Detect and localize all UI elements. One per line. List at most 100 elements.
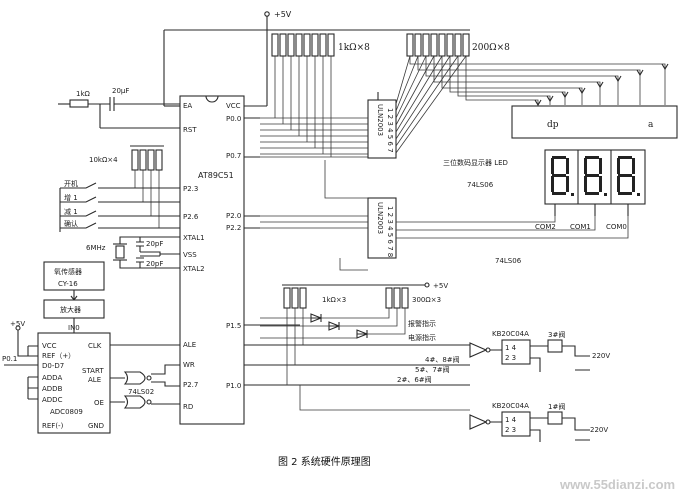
amp-label: 放大器 (60, 305, 81, 314)
switch-confirm: 确认 (64, 219, 78, 228)
adc-pin-ref-n: REF(-) (42, 422, 64, 430)
vcc-left-label: +5V (10, 320, 25, 328)
ic-74ls06-b-label: 74LS06 (495, 257, 522, 265)
v220-a-label: 220V (592, 352, 610, 360)
nor-gates-74ls02: 74LS02 (123, 364, 180, 409)
adc-pin-clk: CLK (88, 342, 102, 350)
switch-down: 减 1 (64, 207, 78, 216)
res-300-3-label: 300Ω×3 (412, 296, 441, 304)
mcu-pin-p07: P0.7 (226, 152, 241, 160)
valve-outputs: 4#、8#阀 5#、7#阀 2#、6#阀 KB20C04A 1 4 2 3 3#… (299, 330, 610, 442)
vcc-top-label: +5V (274, 10, 292, 19)
ic-74ls02-label: 74LS02 (128, 388, 154, 396)
mcu-at89c51: AT89C51 EA RST P2.3 P2.6 XTAL1 VSS XTAL2… (179, 95, 300, 425)
mcu-pin-p27: P2.7 (183, 381, 198, 389)
cap-20pf-a-label: 20pF (146, 240, 163, 248)
ic-74ls06-a-label: 74LS06 (467, 181, 494, 189)
adc-pin-addb: ADDB (42, 385, 63, 393)
mcu-pin-vcc: VCC (226, 102, 241, 110)
res-1k-label: 1kΩ (76, 90, 91, 98)
adc-pin-d0d7: D0-D7 (42, 362, 64, 370)
adc-pin-oe: OE (94, 399, 104, 407)
adc-pin-ale: ALE (88, 376, 101, 384)
resistor-array-1k-8: 1kΩ×8 (270, 29, 370, 157)
p0-left-label: P0.1 (2, 355, 17, 363)
adc-pin-gnd: GND (88, 422, 104, 430)
valve-line-5: 5#、7#阀 (415, 365, 450, 374)
mcu-pin-p22: P2.2 (226, 224, 241, 232)
mcu-pin-ale: ALE (183, 341, 196, 349)
com0-label: COM0 (606, 223, 627, 231)
uln-top-label: ULN2003 (376, 104, 384, 136)
reset-network: 1kΩ 20μF (58, 87, 180, 129)
svg-text:1 2 3 4 5 6 7 8: 1 2 3 4 5 6 7 8 (386, 206, 394, 257)
alarm-indicator-label: 报警指示 (408, 319, 436, 328)
com1-label: COM1 (570, 223, 591, 231)
res-200-8-label: 200Ω×8 (472, 43, 510, 53)
com2-label: COM2 (535, 223, 556, 231)
cap-20pf-b-label: 20pF (146, 260, 163, 268)
uln-bottom-label: ULN2003 (376, 202, 384, 234)
mcu-pin-p10: P1.0 (226, 382, 241, 390)
mcu-pin-xtal2: XTAL2 (183, 265, 205, 273)
valve-line-4: 4#、8#阀 (425, 355, 460, 364)
adc-pin-adda: ADDA (42, 374, 62, 382)
uln2003-top: ULN2003 1 2 3 4 5 6 7 (260, 55, 467, 159)
led-segment-box: dp a (511, 105, 678, 139)
figure-caption: 图 2 系统硬件原理图 (278, 455, 371, 468)
valve-3-label: 3#阀 (548, 330, 565, 339)
crystal-oscillator: 6MHz 20pF 20pF (86, 236, 180, 269)
mcu-label: AT89C51 (198, 171, 234, 180)
resistor-array-200-8: 200Ω×8 (405, 29, 669, 107)
adc-pin-ref-p: REF（+） (42, 352, 75, 360)
res-1k-3-label: 1kΩ×3 (322, 296, 346, 304)
vcc-mid-label: +5V (433, 282, 448, 290)
seg-a-label: a (648, 120, 654, 130)
mcu-pin-p15: P1.5 (226, 322, 241, 330)
power-indicator-label: 电源指示 (408, 333, 436, 342)
adc-pin-addc: ADDC (42, 396, 63, 404)
mcu-pin-p23: P2.3 (183, 185, 198, 193)
led-title-label: 三位数码显示器 LED (443, 158, 508, 167)
dp-label: dp (547, 120, 559, 130)
sensor-model-label: CY-16 (58, 280, 78, 288)
v220-b-label: 220V (590, 426, 608, 434)
svg-text:2 3: 2 3 (505, 354, 516, 362)
mcu-pin-p26: P2.6 (183, 213, 199, 221)
mcu-pin-wr: WR (183, 361, 195, 369)
kb-a-label: KB20C04A (492, 330, 529, 338)
svg-text:1 2 3 4 5 6 7: 1 2 3 4 5 6 7 (386, 108, 394, 153)
svg-text:1 4: 1 4 (505, 416, 517, 424)
svg-text:1 4: 1 4 (505, 344, 517, 352)
button-pullups: 10kΩ×4 开机 增 1 减 1 确认 (59, 145, 180, 232)
mcu-pin-vss: VSS (183, 251, 197, 259)
switch-start: 开机 (64, 179, 78, 188)
mcu-pin-rst: RST (183, 126, 197, 134)
watermark: www.55dianzi.com (559, 477, 675, 492)
crystal-label: 6MHz (86, 244, 106, 252)
res-1k-8-label: 1kΩ×8 (338, 43, 370, 53)
svg-text:2 3: 2 3 (505, 426, 516, 434)
seven-segment-display: COM2 COM1 COM0 三位数码显示器 LED (443, 149, 646, 231)
uln2003-bottom: ULN2003 1 2 3 4 5 6 7 8 74LS06 74LS06 (260, 160, 629, 271)
indicator-leds: +5V 1kΩ×3 300Ω×3 报警指示 电源指示 (260, 282, 448, 385)
sensor-chain: 氧传感器 CY-16 放大器 IN0 VCC REF（+） D0-D7 ADDA… (2, 261, 180, 434)
switch-up: 增 1 (64, 193, 78, 202)
mcu-pin-xtal1: XTAL1 (183, 234, 205, 242)
adc-pin-start: START (82, 367, 104, 375)
sensor-label: 氧传感器 (54, 267, 82, 276)
top-power-rail: +5V (163, 10, 440, 107)
valve-line-2: 2#、6#阀 (397, 375, 432, 384)
adc-pin-vcc: VCC (42, 342, 57, 350)
cap-20uf-label: 20μF (112, 87, 129, 95)
in0-label: IN0 (68, 324, 80, 332)
mcu-pin-p20: P2.0 (226, 212, 241, 220)
kb-b-label: KB20C04A (492, 402, 529, 410)
adc-label: ADC0809 (50, 408, 83, 416)
valve-1-label: 1#阀 (548, 402, 565, 411)
mcu-pin-ea: EA (183, 102, 192, 110)
res-10k-4-label: 10kΩ×4 (89, 156, 118, 164)
mcu-pin-p00: P0.0 (226, 115, 241, 123)
mcu-pin-rd: RD (183, 403, 193, 411)
